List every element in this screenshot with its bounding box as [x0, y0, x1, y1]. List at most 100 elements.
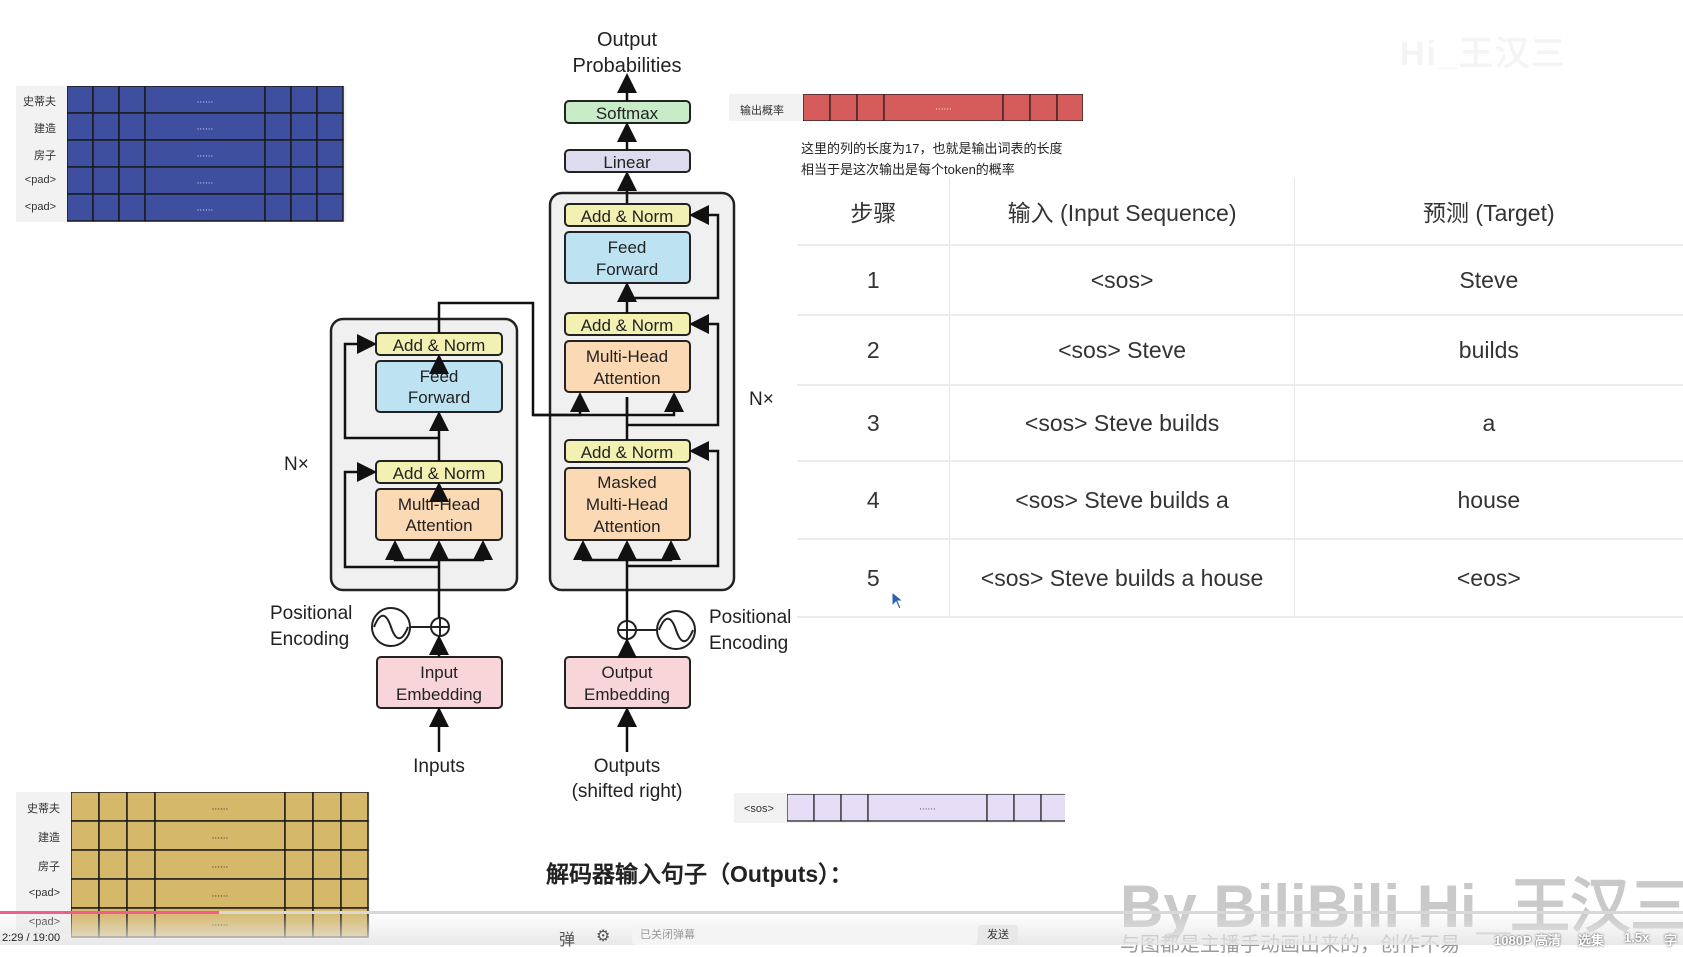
- sos-vector-cell: [1013, 794, 1042, 822]
- encoder-matrix-cell: [118, 139, 146, 168]
- embedding-matrix-cell: [154, 849, 286, 880]
- output-emb-label-1: Output: [601, 663, 652, 682]
- encoder-matrix-cell: [316, 166, 344, 195]
- cell-target: Steve: [1294, 245, 1683, 316]
- output-prob-cell: [1002, 94, 1031, 121]
- embedding-matrix-cell: [98, 792, 128, 822]
- cell-step: 4: [797, 461, 951, 540]
- output-prob-cell: [803, 94, 831, 121]
- table-row: 2 <sos> Steve builds: [797, 315, 1683, 386]
- decoder-nx-label: N×: [749, 389, 774, 410]
- enc-mha-label-1: Multi-Head: [398, 495, 480, 514]
- output-prob-label: 输出概率: [740, 105, 784, 117]
- embedding-matrix-cell: [312, 820, 342, 851]
- encoder-matrix-cell: [118, 86, 146, 114]
- danmaku-settings-icon[interactable]: ⚙: [596, 928, 611, 945]
- output-prob-cell: [1029, 94, 1058, 121]
- embedding-matrix-cell: [340, 820, 369, 851]
- subtitle-button[interactable]: 字: [1664, 933, 1678, 948]
- sos-vector: ......: [787, 794, 1065, 822]
- embedding-matrix-cell: [284, 878, 314, 909]
- embedding-matrix-cell: [98, 878, 128, 909]
- embedding-matrix-cell: [126, 878, 156, 909]
- output-prob-cell: [829, 94, 858, 121]
- encoder-matrix-ellipsis: ......: [197, 95, 214, 106]
- cell-input: <sos> Steve builds a house: [949, 539, 1295, 618]
- encoder-matrix-cell: [290, 166, 318, 195]
- encoder-matrix-row-label: 建造: [34, 122, 56, 135]
- sos-vector-cell: [813, 794, 842, 822]
- cell-target: <eos>: [1294, 539, 1683, 618]
- embedding-matrix-cell: [71, 849, 100, 880]
- target-table: 步骤 输入 (Input Sequence) 预测 (Target) 1 <so…: [797, 178, 1683, 618]
- encoder-matrix-cell: [92, 193, 120, 222]
- encoder-matrix-cell: [316, 193, 344, 222]
- table-row: 4 <sos> Steve builds a house: [797, 461, 1683, 540]
- output-prob-cell: [883, 94, 1004, 121]
- embedding-matrix-cell: [312, 792, 342, 822]
- enc-mha-label-2: Attention: [405, 516, 472, 535]
- table-row: 3 <sos> Steve builds a: [797, 385, 1683, 462]
- encoder-matrix-row-label: 史蒂夫: [23, 95, 56, 108]
- table-row: 5 <sos> Steve builds a house <eos>: [797, 539, 1683, 618]
- input-emb-label-2: Embedding: [396, 685, 482, 704]
- quality-button[interactable]: 1080P 高清: [1494, 933, 1561, 948]
- embedding-matrix-cell: [284, 792, 314, 822]
- encoder-matrix-cell: [118, 112, 146, 141]
- sos-vector-cell: [1040, 794, 1065, 822]
- sos-vector-ellipsis: ......: [919, 802, 936, 813]
- speed-button[interactable]: 1.5x: [1624, 930, 1650, 945]
- embedding-matrix-grid: ..............................: [71, 792, 369, 938]
- encoder-matrix-cell: [92, 86, 120, 114]
- enc-ff-label-1: Feed: [420, 367, 459, 386]
- encoder-matrix-cell: [290, 112, 318, 141]
- output-emb-label-2: Embedding: [584, 685, 670, 704]
- dec-addnorm-bottom-label: Add & Norm: [581, 443, 674, 462]
- encoder-matrix-cell: [290, 86, 318, 114]
- encoder-matrix-cell: [118, 166, 146, 195]
- danmaku-toggle-icon[interactable]: 弹: [559, 932, 576, 949]
- encoder-matrix-cell: [118, 193, 146, 222]
- embedding-matrix-cell: [98, 820, 128, 851]
- embedding-matrix-cell: [340, 849, 369, 880]
- cell-target: a: [1294, 385, 1683, 462]
- output-prob-title-2: Probabilities: [573, 55, 682, 77]
- dec-pos-label-1: Positional: [709, 607, 791, 628]
- dec-ff-label-1: Feed: [608, 238, 647, 257]
- embedding-matrix-cell: [154, 820, 286, 851]
- encoder-block: [329, 317, 519, 592]
- embedding-matrix-cell: [71, 820, 100, 851]
- table-row: 1 <sos> Steve: [797, 245, 1683, 316]
- sos-vector-cell: [840, 794, 869, 822]
- enc-pos-label-1: Positional: [270, 603, 352, 624]
- header-step: 步骤: [797, 178, 951, 246]
- episodes-button[interactable]: 选集: [1578, 933, 1605, 948]
- encoder-matrix-cell: [290, 193, 318, 222]
- input-emb-label-1: Input: [420, 663, 458, 682]
- sos-label: <sos>: [744, 803, 774, 815]
- encoder-matrix-cell: [67, 193, 94, 222]
- embedding-matrix-cell: [340, 792, 369, 822]
- encoder-matrix-row-label: <pad>: [24, 173, 56, 186]
- cell-input: <sos> Steve builds a: [949, 461, 1295, 540]
- output-prob-cell: [1056, 94, 1083, 121]
- dec-addnorm-mid-label: Add & Norm: [581, 316, 674, 335]
- danmaku-input[interactable]: 已关闭弹幕: [632, 925, 977, 945]
- encoder-matrix-cell: [144, 86, 266, 114]
- progress-bar[interactable]: [0, 911, 1683, 914]
- embedding-matrix-ellipsis: ......: [212, 802, 229, 813]
- encoder-matrix-cell: [316, 86, 344, 114]
- output-prob-note-2: 相当于是这次输出是每个token的概率: [801, 162, 1015, 177]
- cell-target: builds: [1294, 315, 1683, 386]
- send-button[interactable]: 发送: [978, 925, 1018, 945]
- encoder-matrix-ellipsis: ......: [197, 149, 214, 160]
- cell-step: 3: [797, 385, 951, 462]
- dec-addnorm-top-label: Add & Norm: [581, 207, 674, 226]
- encoder-matrix-cell: [144, 193, 266, 222]
- softmax-label: Softmax: [596, 104, 659, 123]
- encoder-matrix-grid: ..............................: [67, 86, 344, 222]
- dec-ff-label-2: Forward: [596, 260, 658, 279]
- encoder-matrix-cell: [316, 139, 344, 168]
- output-prob-cell: [856, 94, 885, 121]
- enc-pos-label-2: Encoding: [270, 629, 349, 650]
